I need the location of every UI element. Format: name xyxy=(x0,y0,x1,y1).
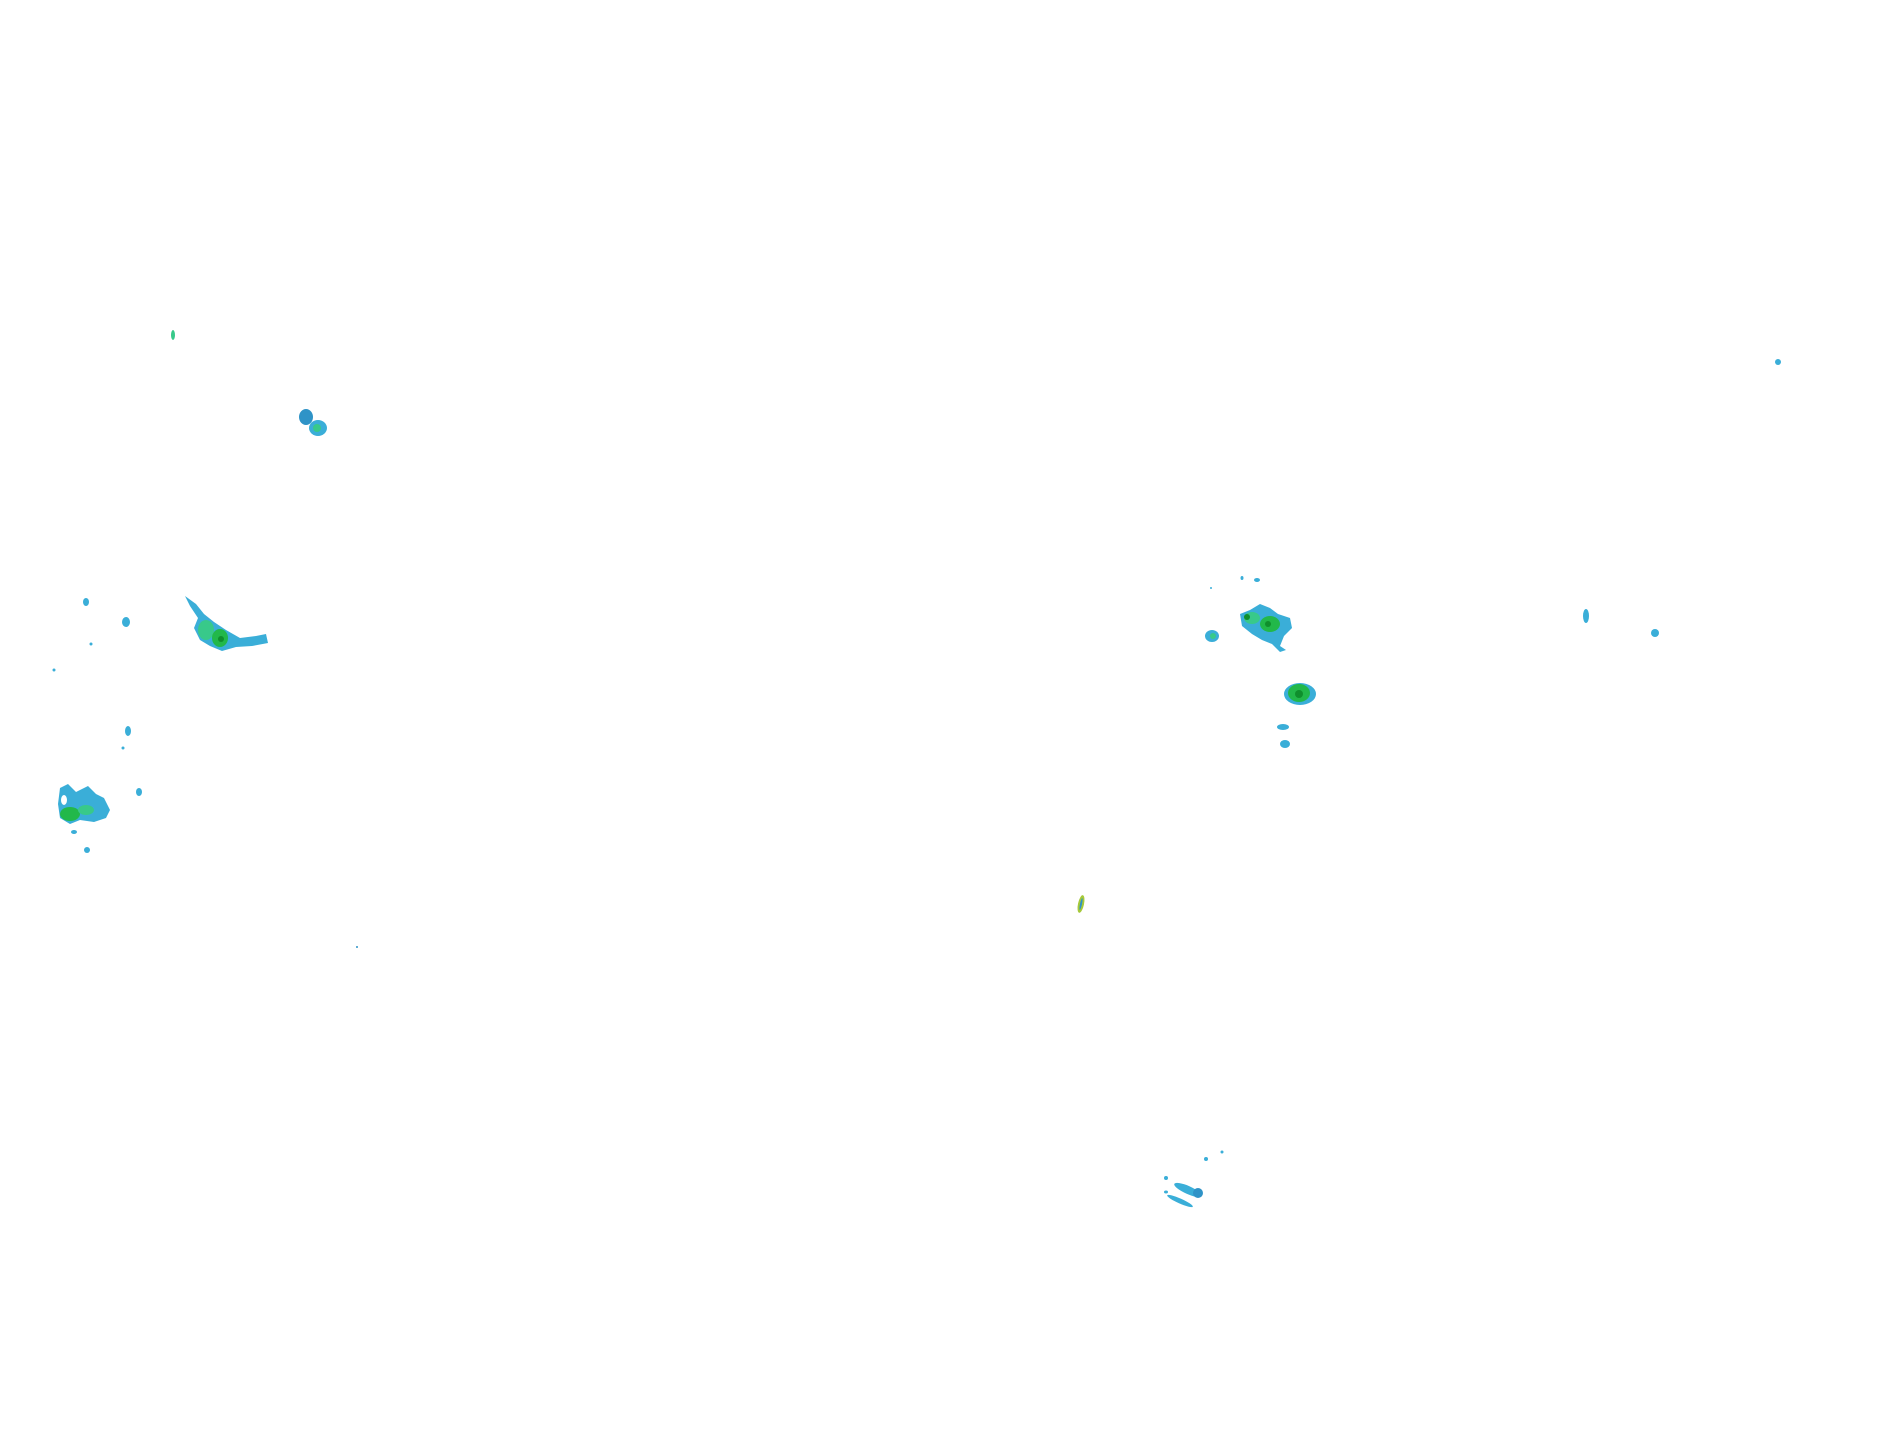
radar-cell-south-streaks xyxy=(1164,1150,1224,1208)
radar-cell-far-west-cluster xyxy=(58,784,110,824)
radar-cell-east-specks xyxy=(1583,359,1781,637)
radar-cell-central-north-cluster xyxy=(1205,576,1292,652)
radar-cell-nw-speck xyxy=(171,330,175,340)
radar-cell-west-band xyxy=(185,596,268,651)
radar-cell-central-trails xyxy=(1277,724,1290,748)
radar-cell-streak xyxy=(1077,895,1085,913)
radar-cell-nw-pair xyxy=(299,409,327,436)
radar-cell-central-cell xyxy=(1284,683,1316,705)
radar-cell-west-scatter xyxy=(52,598,358,948)
